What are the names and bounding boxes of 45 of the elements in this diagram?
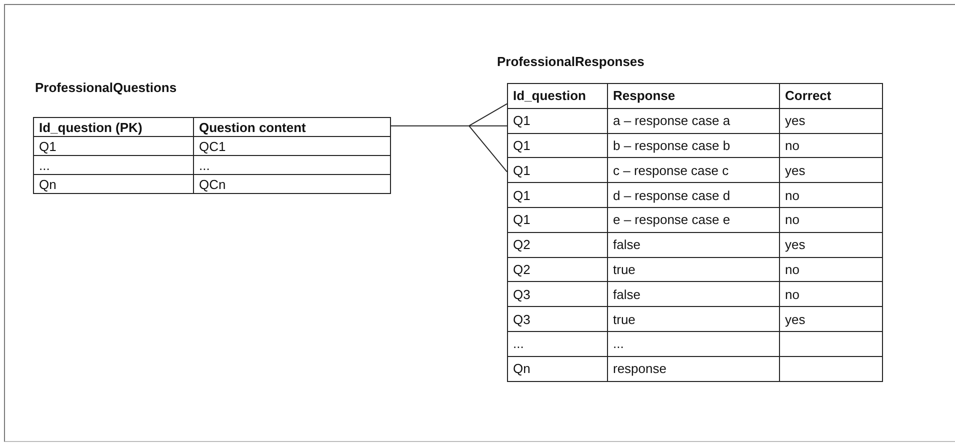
table-cell: Q3 (508, 306, 608, 332)
table-cell: yes (780, 158, 882, 183)
table-cell: c – response case c (608, 158, 780, 183)
table-cell: e – response case e (608, 207, 780, 232)
table-cell: response (608, 356, 780, 382)
column-header: Response (608, 84, 780, 108)
table-cell: ... (34, 156, 194, 174)
table-cell: no (780, 182, 882, 208)
table-cell: true (608, 257, 780, 282)
table-cell: d – response case d (608, 182, 780, 208)
table-title: ProfessionalQuestions (35, 80, 178, 95)
table-cell: no (780, 257, 882, 282)
table-cell: QCn (194, 174, 390, 194)
table-cell: Q3 (508, 282, 608, 307)
table-title: ProfessionalResponses (497, 54, 646, 69)
table-cell: ... (508, 331, 608, 356)
table-cell: Q2 (508, 257, 608, 282)
table-cell: QC1 (194, 136, 390, 156)
table-cell: Q1 (508, 108, 608, 134)
table-cell: true (608, 306, 780, 332)
table-cell: ... (608, 331, 780, 356)
table-cell: yes (780, 306, 882, 332)
column-header: Correct (780, 84, 882, 108)
table-cell: false (608, 282, 780, 307)
table-cell: Q1 (508, 133, 608, 158)
column-header: Id_question (PK) (34, 118, 194, 136)
table-cell: Qn (34, 174, 194, 194)
table-cell: a – response case a (608, 108, 780, 134)
table-cell: no (780, 282, 882, 307)
table-cell: Q1 (34, 136, 194, 156)
table-cell: ... (194, 156, 390, 174)
table-cell: Q2 (508, 232, 608, 258)
column-header: Question content (194, 118, 390, 136)
table-cell: no (780, 133, 882, 158)
table-cell: false (608, 232, 780, 258)
column-header: Id_question (508, 84, 608, 108)
table-cell: b – response case b (608, 133, 780, 158)
table-cell: no (780, 207, 882, 232)
table-cell: yes (780, 232, 882, 258)
table-cell: Q1 (508, 207, 608, 232)
table-cell: Q1 (508, 158, 608, 183)
table-cell: Qn (508, 356, 608, 382)
table-cell: Q1 (508, 182, 608, 208)
table-cell: yes (780, 108, 882, 134)
crows-foot-connector (390, 103, 508, 172)
